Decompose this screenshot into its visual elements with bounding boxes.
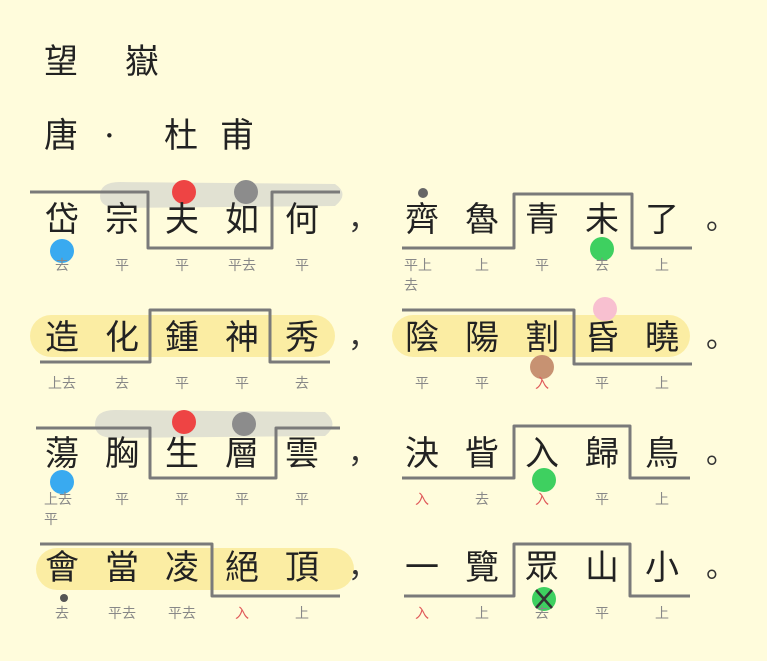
tone-label: 上 (655, 606, 669, 622)
poem-char: 未 (585, 200, 619, 240)
period-mark: 。 (706, 550, 736, 585)
poem-char: 當 (105, 548, 139, 588)
poem-char: 宗 (105, 200, 139, 240)
tone-label: 平去 (228, 258, 256, 274)
tone-label: 平 (415, 376, 429, 392)
tone-contour-lines (30, 190, 692, 598)
poem-title: 望 嶽 (44, 42, 177, 82)
poem-char: 青 (525, 200, 559, 240)
period-mark: 。 (706, 436, 736, 471)
tone-label: 平 (535, 258, 549, 274)
highlight-bands (30, 182, 690, 590)
poem-char: 魯 (465, 200, 499, 240)
tone-label: 平 (475, 376, 489, 392)
tone-markers (50, 180, 617, 611)
poem-char: 雲 (285, 434, 319, 474)
tone-label: 去 (535, 606, 549, 622)
poem-byline: 唐 · 杜甫 (44, 108, 276, 157)
tone-label: 去 (55, 258, 69, 274)
poem-char: 覽 (465, 548, 499, 588)
poem-char: 何 (285, 200, 319, 240)
poem-char: 造 (45, 318, 79, 358)
poem-char: 割 (525, 318, 559, 358)
poem-char: 眾 (525, 548, 559, 588)
tone-label: 平 (235, 492, 249, 508)
poem-char: 神 (225, 318, 259, 358)
poem-char: 齊 (405, 200, 439, 240)
poem-char: 蕩 (45, 434, 79, 474)
tone-label: 平 (295, 258, 309, 274)
poem-char: 一 (405, 548, 439, 588)
poem-char: 秀 (285, 318, 319, 358)
poem-char: 夫 (165, 200, 199, 240)
comma-mark: ， (348, 436, 378, 471)
tone-label: 入 (415, 492, 429, 508)
poem-char: 陰 (405, 318, 439, 358)
tone-label: 去 (475, 492, 489, 508)
tone-label: 上 (655, 258, 669, 274)
comma-mark: ， (348, 550, 378, 585)
poem-char: 鳥 (645, 434, 679, 474)
dynasty: 唐 (44, 116, 78, 156)
poem-char: 入 (525, 434, 559, 474)
tone-label: 入 (535, 376, 549, 392)
poem-char: 陽 (465, 318, 499, 358)
tone-label: 平去 (108, 606, 136, 622)
poem-char: 頂 (285, 548, 319, 588)
poem-char: 鍾 (165, 318, 199, 358)
poem-char: 小 (645, 548, 679, 588)
comma-mark: ， (348, 320, 378, 355)
poem-char: 曉 (645, 318, 679, 358)
poem-char: 胸 (105, 434, 139, 474)
tone-label: 入 (535, 492, 549, 508)
tone-label: 去 (595, 258, 609, 274)
tone-label: 平 (595, 606, 609, 622)
poem-char: 會 (45, 548, 79, 588)
tone-label: 平去 (168, 606, 196, 622)
poem-char: 絕 (225, 548, 259, 588)
tone-label: 上去 (48, 376, 76, 392)
tone-label: 平 (595, 492, 609, 508)
tone-label: 平上去 (404, 258, 432, 294)
tone-label: 平 (295, 492, 309, 508)
tone-label: 平 (595, 376, 609, 392)
poem-char: 決 (405, 434, 439, 474)
poem-char: 生 (165, 434, 199, 474)
tone-label: 入 (235, 606, 249, 622)
tone-label: 上 (475, 606, 489, 622)
poem-char: 了 (645, 200, 679, 240)
poem-char: 山 (585, 548, 619, 588)
poem-char: 如 (225, 200, 259, 240)
comma-mark: ， (348, 202, 378, 237)
tone-label: 上 (475, 258, 489, 274)
tone-label: 平 (235, 376, 249, 392)
tone-label: 平 (175, 492, 189, 508)
poem-char: 歸 (585, 434, 619, 474)
tone-label: 去 (295, 376, 309, 392)
period-mark: 。 (706, 202, 736, 237)
poem-char: 化 (105, 318, 139, 358)
tone-label: 平 (115, 258, 129, 274)
tone-label: 上去平 (44, 492, 72, 528)
tone-label: 去 (115, 376, 129, 392)
tone-label: 平 (175, 376, 189, 392)
poem-char: 岱 (45, 200, 79, 240)
tone-label: 平 (115, 492, 129, 508)
tone-label: 去 (55, 606, 69, 622)
author-name: 杜甫 (164, 116, 276, 156)
tone-label: 上 (655, 376, 669, 392)
byline-separator: · (104, 116, 115, 156)
poem-char: 昏 (585, 318, 619, 358)
period-mark: 。 (706, 320, 736, 355)
tone-label: 入 (415, 606, 429, 622)
poem-char: 眥 (465, 434, 499, 474)
tone-label: 上 (655, 492, 669, 508)
poem-char: 層 (225, 434, 259, 474)
tone-label: 平 (175, 258, 189, 274)
poem-char: 凌 (165, 548, 199, 588)
tone-label: 上 (295, 606, 309, 622)
